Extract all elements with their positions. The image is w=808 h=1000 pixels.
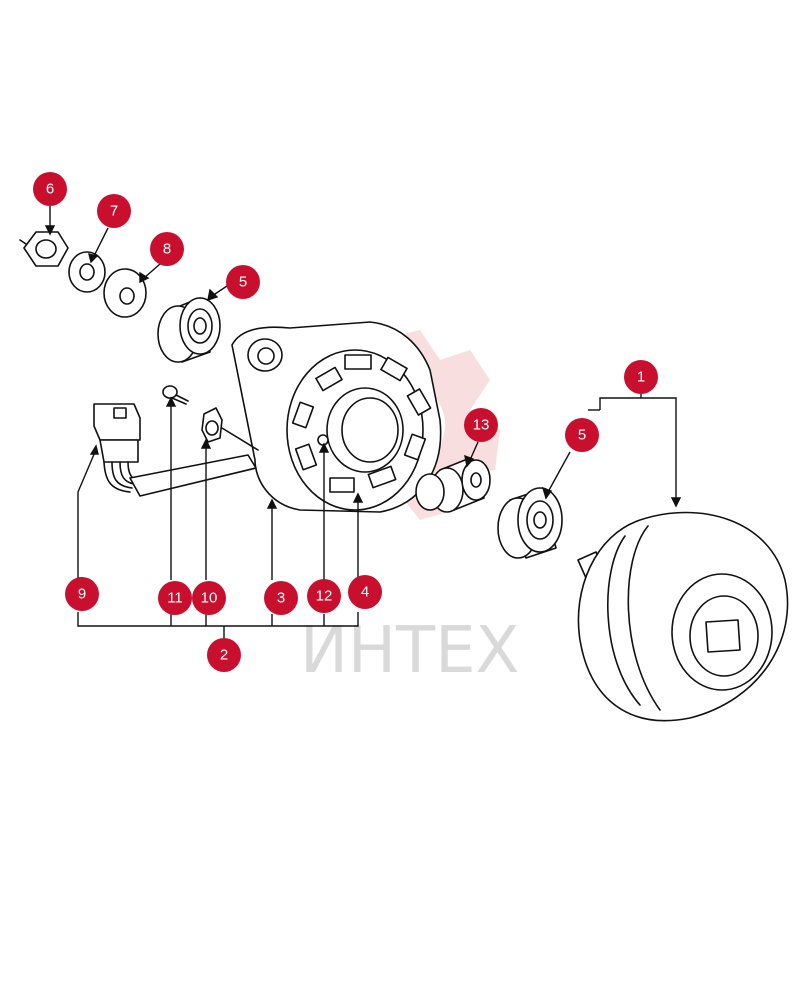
hex-nut-part: [19, 231, 69, 267]
leader-13: [469, 441, 479, 461]
bracket-2: [77, 612, 359, 627]
callout-13: 13: [464, 408, 498, 442]
callout-3: 3: [264, 581, 298, 615]
leader-5b: [547, 451, 571, 493]
callout-2: 2: [207, 638, 241, 672]
leader-8: [143, 263, 161, 279]
callout-9: 9: [65, 577, 99, 611]
arrowhead-8: [139, 271, 150, 284]
connector-harness-part: [93, 403, 259, 497]
screw-part: [162, 385, 189, 405]
arrowhead-4: [352, 492, 364, 503]
callout-1: 1: [624, 360, 658, 394]
rotor-flywheel-part: [577, 511, 789, 722]
arrowhead-1: [670, 497, 682, 508]
callout-12-label: 12: [316, 588, 333, 605]
bearing-upper-part: [157, 297, 221, 363]
callout-8: 8: [150, 232, 184, 266]
stator-housing-part: [231, 321, 442, 513]
callout-badges: 6 7 8 5 1 13 5 9: [33, 172, 658, 672]
leader-9: [77, 451, 96, 579]
callout-9-label: 9: [78, 586, 86, 603]
callout-10-label: 10: [201, 590, 218, 607]
leader-7: [93, 227, 109, 257]
stator-coils: [291, 354, 432, 493]
callout-10: 10: [192, 581, 226, 615]
callout-3-label: 3: [277, 590, 285, 607]
callout-11-label: 11: [167, 590, 183, 607]
bearing-lower-part: [497, 487, 563, 559]
arrowhead-3: [266, 498, 278, 509]
arrowhead-12: [318, 442, 330, 453]
arrowhead-5a: [207, 288, 219, 302]
callout-4-label: 4: [361, 584, 369, 601]
callout-1-label: 1: [637, 369, 645, 386]
callout-8-label: 8: [163, 241, 171, 258]
callout-5-lower: 5: [565, 418, 599, 452]
callout-13-label: 13: [473, 417, 490, 434]
callout-12: 12: [307, 579, 341, 613]
arrowhead-10: [200, 438, 212, 449]
callout-7: 7: [97, 194, 131, 228]
lock-washer-part: [68, 251, 106, 293]
arrowhead-11: [165, 396, 177, 407]
callout-7-label: 7: [110, 203, 118, 220]
flat-washer-part: [103, 268, 147, 318]
cable-clip-part: [201, 407, 223, 443]
callout-5-upper-label: 5: [239, 274, 247, 291]
callout-5-upper: 5: [226, 265, 260, 299]
arrowhead-9: [89, 444, 99, 455]
arrowhead-7: [88, 253, 99, 264]
callout-5-lower-label: 5: [578, 427, 586, 444]
arrowhead-6: [44, 225, 56, 236]
arrowhead-13: [464, 454, 475, 468]
callout-11: 11: [158, 581, 192, 615]
leader-1: [599, 397, 677, 410]
spacer-bushing-part: [415, 457, 491, 513]
leader-lines: [44, 206, 682, 638]
callout-6-label: 6: [46, 181, 54, 198]
callout-4: 4: [348, 575, 382, 609]
callout-6: 6: [33, 172, 67, 206]
callout-2-label: 2: [220, 647, 228, 664]
watermark-text: ИНТЕХ: [300, 614, 519, 688]
arrowhead-5b: [541, 486, 553, 500]
